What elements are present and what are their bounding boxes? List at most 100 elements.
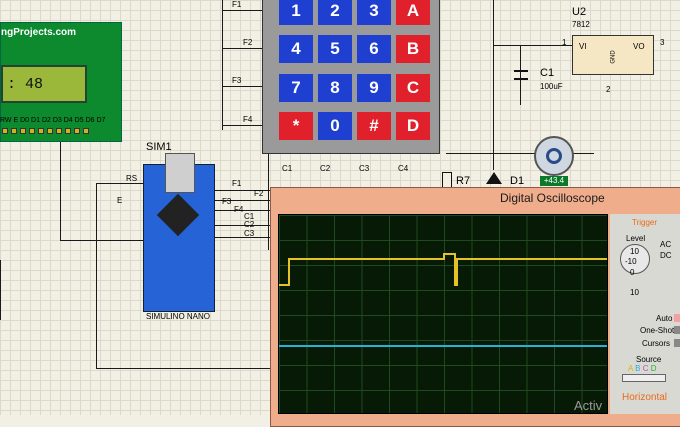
key-hash[interactable]: # [357, 112, 391, 140]
keypad: 1 2 3 A 4 5 6 B 7 8 9 C * 0 # D [262, 0, 440, 154]
wire [222, 0, 223, 130]
wire [96, 183, 146, 184]
wire [222, 10, 262, 11]
key-d[interactable]: D [396, 112, 430, 140]
wire [222, 86, 262, 87]
nano-net-c3: C3 [244, 229, 255, 238]
regulator-pin2: 2 [606, 85, 611, 94]
key-1[interactable]: 1 [279, 0, 313, 25]
regulator-pin-vi: VI [579, 42, 587, 51]
wire [520, 45, 521, 105]
lcd-pin-labels: RW E D0 D1 D2 D3 D4 D5 D6 D7 [0, 117, 106, 124]
nano-net-c1: C1 [244, 212, 255, 221]
net-label-f2: F2 [243, 38, 253, 47]
wire [222, 48, 262, 49]
voltage-regulator[interactable]: VI VO GND [572, 35, 654, 75]
source-channel-a[interactable]: A [628, 364, 633, 373]
key-c[interactable]: C [396, 74, 430, 102]
wire [215, 237, 270, 238]
cursors-label: Cursors [642, 339, 671, 348]
nano-net-f1: F1 [232, 179, 242, 188]
trigger-label: Trigger [632, 218, 658, 227]
lcd-text: : 48 [7, 76, 44, 93]
wire [0, 260, 1, 320]
wire [96, 368, 276, 369]
auto-label: Auto [656, 314, 673, 323]
oscilloscope-control-panel: Trigger Level AC DC 10 -10 0 10 Auto One… [610, 214, 680, 414]
nano-net-f3: F3 [222, 197, 232, 206]
watermark-text: Activ [574, 398, 603, 413]
auto-toggle[interactable] [674, 314, 680, 322]
trace-yellow [279, 253, 607, 286]
level-value-zero: 0 [630, 268, 635, 277]
lcd-screen: : 48 [1, 65, 87, 103]
key-8[interactable]: 8 [318, 74, 352, 102]
wire [60, 140, 61, 240]
lcd-pin-row [0, 128, 92, 140]
key-a[interactable]: A [396, 0, 430, 25]
key-6[interactable]: 6 [357, 35, 391, 63]
nano-net-f4: F4 [234, 205, 244, 214]
usb-connector [165, 153, 195, 193]
net-label-f4: F4 [243, 115, 253, 124]
net-label-f3: F3 [232, 76, 242, 85]
cursors-toggle[interactable] [674, 339, 680, 347]
nano-net-c2: C2 [244, 220, 255, 229]
wire [215, 225, 270, 226]
net-label-e: E [117, 196, 123, 205]
key-3[interactable]: 3 [357, 0, 391, 25]
key-9[interactable]: 9 [357, 74, 391, 102]
diode-ref: D1 [510, 175, 525, 187]
capacitor-plate [514, 70, 528, 72]
key-b[interactable]: B [396, 35, 430, 63]
oscilloscope-title: Digital Oscilloscope [500, 191, 605, 205]
wire [493, 45, 573, 46]
level-value-mid: -10 [625, 257, 637, 266]
key-star[interactable]: * [279, 112, 313, 140]
dc-label: DC [660, 251, 672, 260]
nano-net-f2: F2 [254, 189, 264, 198]
motor-icon[interactable] [534, 136, 574, 176]
net-label-rs: RS [126, 174, 138, 183]
capacitor-plate [514, 78, 528, 80]
one-shot-label: One-Shot [640, 326, 675, 335]
regulator-pin3: 3 [660, 38, 665, 47]
wire [222, 125, 262, 126]
wire [215, 190, 270, 191]
horizontal-label: Horizontal [622, 392, 668, 403]
lcd-title: ngProjects.com [1, 27, 77, 38]
wire [268, 150, 269, 250]
source-channel-b[interactable]: B [635, 364, 641, 373]
resistor-ref: R7 [456, 175, 471, 187]
regulator-part: 7812 [572, 20, 590, 29]
key-7[interactable]: 7 [279, 74, 313, 102]
source-channel-d[interactable]: D [650, 364, 657, 373]
col-label-c4: C4 [398, 164, 409, 173]
capacitor-value: 100uF [540, 82, 563, 91]
lcd-module[interactable]: ngProjects.com : 48 [0, 22, 122, 142]
source-label: Source [636, 355, 662, 364]
wire [215, 200, 270, 201]
key-5[interactable]: 5 [318, 35, 352, 63]
regulator-pin-gnd: GND [610, 50, 617, 64]
col-label-c3: C3 [359, 164, 370, 173]
key-0[interactable]: 0 [318, 112, 352, 140]
arduino-name: SIMULINO NANO [146, 312, 211, 321]
wire [493, 0, 494, 170]
motor-readout: +43.4 [540, 176, 568, 186]
key-4[interactable]: 4 [279, 35, 313, 63]
capacitor-ref: C1 [540, 67, 555, 79]
wire [60, 240, 144, 241]
level-knob[interactable] [620, 244, 650, 274]
regulator-ref: U2 [572, 6, 587, 18]
source-slider[interactable] [622, 374, 666, 382]
diode-icon[interactable] [486, 172, 502, 184]
source-channels: A B C D [628, 364, 657, 373]
key-2[interactable]: 2 [318, 0, 352, 25]
wire [96, 183, 97, 368]
level-value-top: 10 [630, 247, 639, 256]
one-shot-toggle[interactable] [674, 326, 680, 334]
regulator-pin1: 1 [562, 38, 567, 47]
source-channel-c[interactable]: C [642, 364, 649, 373]
regulator-pin-vo: VO [633, 42, 645, 51]
